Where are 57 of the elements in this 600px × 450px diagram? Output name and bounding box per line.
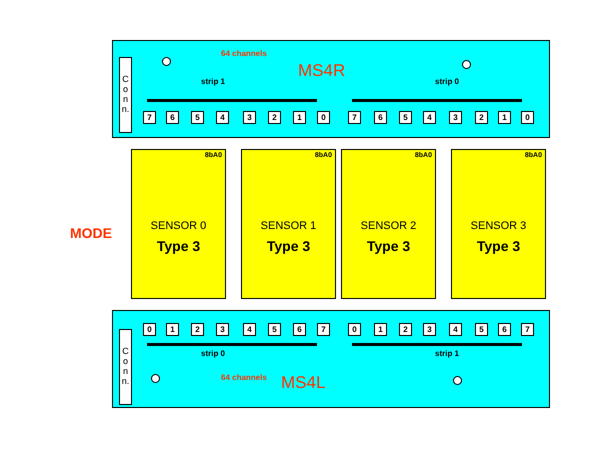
channel-pad: 5 bbox=[191, 111, 204, 124]
channel-pad: 4 bbox=[449, 323, 462, 336]
sensor-name: SENSOR 2 bbox=[360, 220, 418, 232]
sensor-type: Type 3 bbox=[266, 238, 312, 254]
channel-pad: 6 bbox=[498, 323, 511, 336]
channel-pad: 7 bbox=[348, 111, 361, 124]
circuit-board bbox=[112, 310, 550, 408]
sensor-name: SENSOR 0 bbox=[150, 220, 208, 232]
channel-pad: 1 bbox=[498, 111, 511, 124]
channel-count: 64 channels bbox=[221, 49, 267, 58]
channel-pad: 5 bbox=[268, 323, 281, 336]
channel-pad: 2 bbox=[399, 323, 412, 336]
mode-label: MODE bbox=[70, 225, 112, 241]
channel-pad: 6 bbox=[293, 323, 306, 336]
sensor-name: SENSOR 1 bbox=[260, 220, 318, 232]
channel-pad: 5 bbox=[475, 323, 488, 336]
channel-pad: 2 bbox=[475, 111, 488, 124]
channel-pad: 0 bbox=[521, 111, 534, 124]
channel-pad: 4 bbox=[423, 111, 436, 124]
channel-pad: 3 bbox=[243, 111, 256, 124]
sensor-module bbox=[341, 149, 436, 299]
sensor-type: Type 3 bbox=[156, 238, 202, 254]
channel-pad: 1 bbox=[374, 323, 387, 336]
channel-pad: 5 bbox=[399, 111, 412, 124]
channel-pad: 2 bbox=[268, 111, 281, 124]
channel-pad: 0 bbox=[348, 323, 361, 336]
channel-pad: 2 bbox=[191, 323, 204, 336]
sensor-type: Type 3 bbox=[366, 238, 412, 254]
channel-pad: 3 bbox=[449, 111, 462, 124]
channel-pad: 3 bbox=[216, 323, 229, 336]
sensor-module bbox=[131, 149, 226, 299]
channel-pad: 4 bbox=[216, 111, 229, 124]
channel-pad: 0 bbox=[317, 111, 330, 124]
strip-label: strip 0 bbox=[201, 349, 226, 358]
board-name: MS4R bbox=[298, 61, 346, 81]
strip-label: strip 1 bbox=[201, 77, 226, 86]
channel-pad: 1 bbox=[293, 111, 306, 124]
sensor-module bbox=[241, 149, 336, 299]
sensor-name: SENSOR 3 bbox=[470, 220, 528, 232]
connector: Conn. bbox=[119, 57, 132, 133]
channel-pad: 7 bbox=[317, 323, 330, 336]
channel-pad: 6 bbox=[374, 111, 387, 124]
channel-pad: 6 bbox=[166, 111, 179, 124]
channel-pad: 3 bbox=[423, 323, 436, 336]
strip-label: strip 0 bbox=[435, 77, 460, 86]
channel-pad: 4 bbox=[243, 323, 256, 336]
channel-pad: 7 bbox=[143, 111, 156, 124]
connector: Conn. bbox=[119, 329, 132, 405]
channel-pad: 1 bbox=[166, 323, 179, 336]
board-name: MS4L bbox=[281, 373, 326, 393]
strip-label: strip 1 bbox=[435, 349, 460, 358]
channel-pad: 0 bbox=[143, 323, 156, 336]
sensor-module bbox=[451, 149, 546, 299]
channel-count: 64 channels bbox=[221, 373, 267, 382]
circuit-board bbox=[112, 40, 550, 138]
channel-pad: 7 bbox=[521, 323, 534, 336]
sensor-type: Type 3 bbox=[476, 238, 522, 254]
